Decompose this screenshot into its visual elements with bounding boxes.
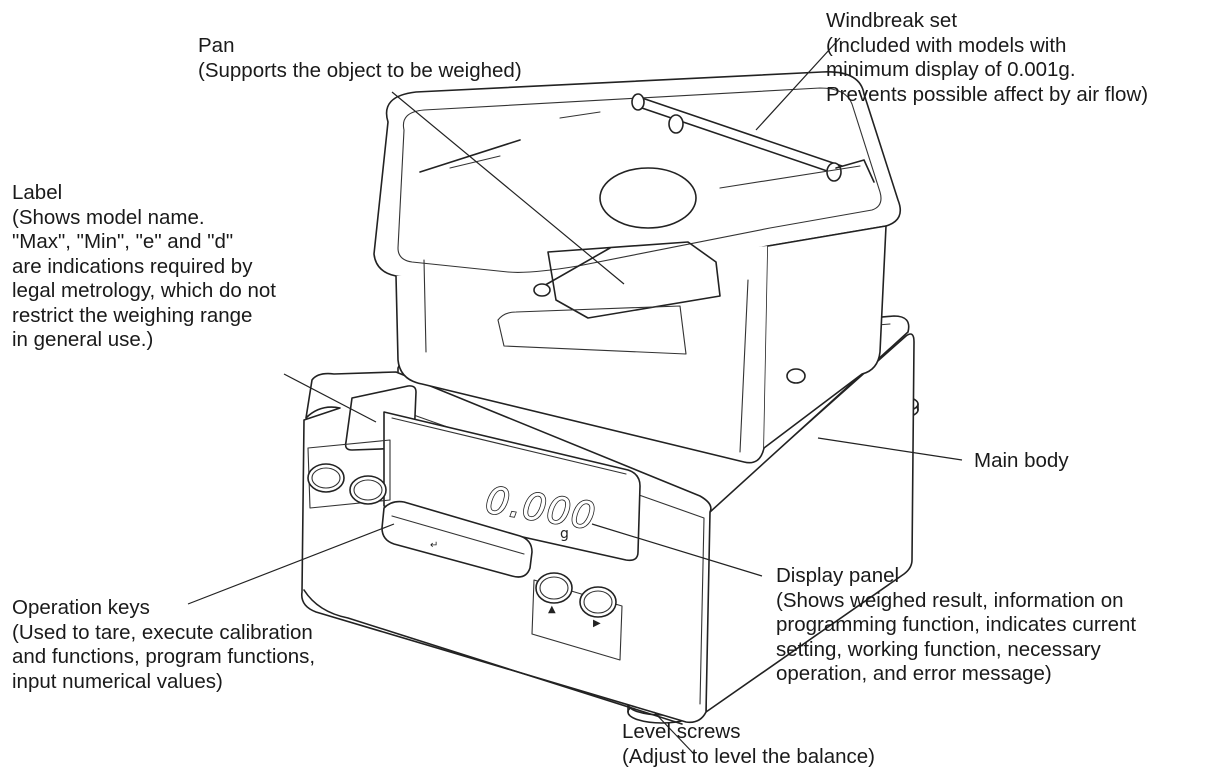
leader-display-panel <box>591 523 763 577</box>
leader-windbreak <box>755 37 841 131</box>
pan-callout: Pan (Supports the object to be weighed) <box>198 34 522 83</box>
operation-keys-callout: Operation keys (Used to tare, execute ca… <box>12 596 315 694</box>
windbreak-line: (Included with models with <box>826 33 1067 57</box>
windbreak-callout: Windbreak set (Included with models with… <box>826 9 1148 107</box>
display-unit: g <box>560 526 569 542</box>
operation-keys-line: input numerical values) <box>12 669 223 693</box>
leader-main-body <box>817 437 963 461</box>
main-body-callout: Main body <box>974 449 1069 474</box>
arrow-left-symbol: ▲ <box>548 604 556 615</box>
label-line: legal metrology, which do not <box>12 279 276 302</box>
operation-keys-line: and functions, program functions, <box>12 645 316 668</box>
display-panel-line: (Shows weighed result, information on <box>776 588 1124 612</box>
key-2[interactable] <box>349 475 387 505</box>
label-title: Label <box>12 181 63 204</box>
windbreak-set <box>373 71 902 464</box>
pan-title: Pan <box>198 34 235 57</box>
leader-label <box>283 373 377 423</box>
pan-description: (Supports the object to be weighed) <box>198 58 522 82</box>
label-callout: Label (Shows model name. "Max", "Min", "… <box>12 181 276 353</box>
display-panel-line: operation, and error message) <box>776 662 1052 685</box>
label-line: are indications required by <box>12 254 253 278</box>
leader-level-screws <box>653 711 695 755</box>
operation-keys-title: Operation keys <box>12 596 150 619</box>
display-panel-line: programming function, indicates current <box>776 613 1137 636</box>
arrow-right-symbol: ▶ <box>593 618 601 629</box>
key-1[interactable] <box>307 463 345 493</box>
leader-pan <box>391 91 625 285</box>
display-panel-callout: Display panel (Shows weighed result, inf… <box>776 564 1136 687</box>
enter-key[interactable] <box>381 500 533 578</box>
windbreak-line: Prevents possible affect by air flow) <box>826 82 1149 106</box>
label-line: in general use.) <box>12 328 154 351</box>
label-line: (Shows model name. <box>12 205 205 229</box>
display-panel-title: Display panel <box>776 564 900 587</box>
leader-operation-keys <box>187 523 395 605</box>
pan <box>497 241 721 355</box>
operation-keys: ↵ ▲ ▶ <box>307 439 623 661</box>
label-line: restrict the weighing range <box>12 303 253 327</box>
windbreak-line: minimum display of 0.001g. <box>826 58 1076 81</box>
windbreak-title: Windbreak set <box>826 9 958 32</box>
arrow-key-left[interactable] <box>535 572 573 604</box>
level-screws-title: Level screws <box>622 720 741 743</box>
arrow-key-right[interactable] <box>579 586 617 618</box>
level-screws-description: (Adjust to level the balance) <box>622 744 875 768</box>
enter-key-symbol: ↵ <box>430 540 438 551</box>
level-screws-callout: Level screws (Adjust to level the balanc… <box>622 720 875 769</box>
display-panel-line: setting, working function, necessary <box>776 637 1101 661</box>
main-body-title: Main body <box>974 449 1069 472</box>
display-panel: 0.000 g <box>383 411 641 562</box>
label-line: "Max", "Min", "e" and "d" <box>12 230 234 253</box>
operation-keys-line: (Used to tare, execute calibration <box>12 620 313 644</box>
